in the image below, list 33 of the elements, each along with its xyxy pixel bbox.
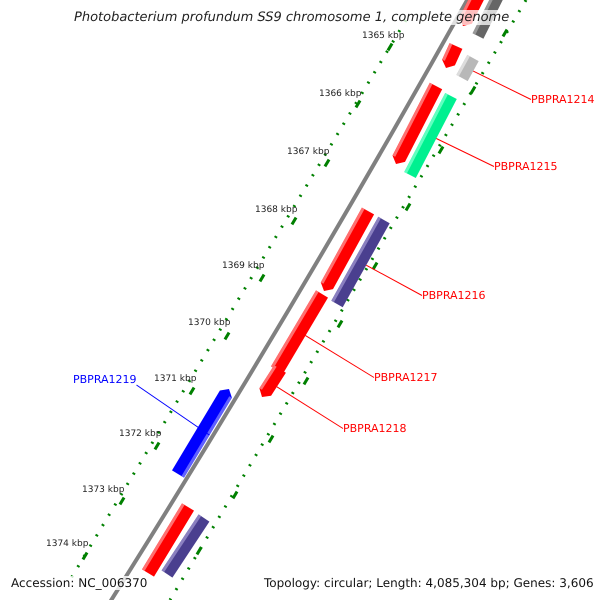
gene-label: PBPRA1217 — [374, 372, 438, 383]
leader-line — [305, 335, 374, 378]
gene-label: PBPRA1214 — [531, 94, 595, 105]
leader-line — [136, 384, 210, 436]
gene-feature — [404, 93, 457, 178]
gene-label: PBPRA1218 — [343, 423, 407, 434]
leader-line — [472, 70, 532, 100]
scale-label: 1366 kbp — [319, 90, 362, 99]
leader-line — [276, 386, 344, 429]
gene-feature — [331, 216, 390, 308]
scale-label: 1371 kbp — [154, 375, 196, 384]
gene-feature — [162, 514, 210, 578]
diagram-title: Photobacterium profundum SS9 chromosome 1, complete genome — [72, 10, 512, 25]
footer-text: Topology: circular; Length: 4,085,304 bp; Genes: 3,606 — [262, 576, 596, 590]
scale-label: 1367 kbp — [287, 148, 330, 157]
scale-label: 1374 kbp — [46, 540, 88, 549]
scale-label: 1368 kbp — [255, 206, 298, 215]
scale-label: 1370 kbp — [188, 319, 230, 328]
scale-label: 1373 kbp — [82, 486, 124, 495]
scale-label: 1372 kbp — [119, 430, 162, 439]
scale-label: 1369 kbp — [222, 262, 264, 271]
gene-feature — [259, 365, 286, 397]
leader-line — [366, 264, 422, 296]
gene-label: PBPRA1215 — [494, 161, 558, 172]
gene-label: PBPRA1219 — [73, 374, 137, 385]
gene-feature — [456, 54, 479, 82]
footer-text: Accession: NC_006370 — [9, 576, 150, 590]
gene-label: PBPRA1216 — [422, 290, 486, 301]
scale-label: 1365 kbp — [362, 32, 404, 41]
gene-feature — [172, 389, 232, 478]
leader-line — [436, 138, 494, 167]
gene-feature — [271, 290, 328, 374]
gene-feature — [442, 43, 462, 68]
